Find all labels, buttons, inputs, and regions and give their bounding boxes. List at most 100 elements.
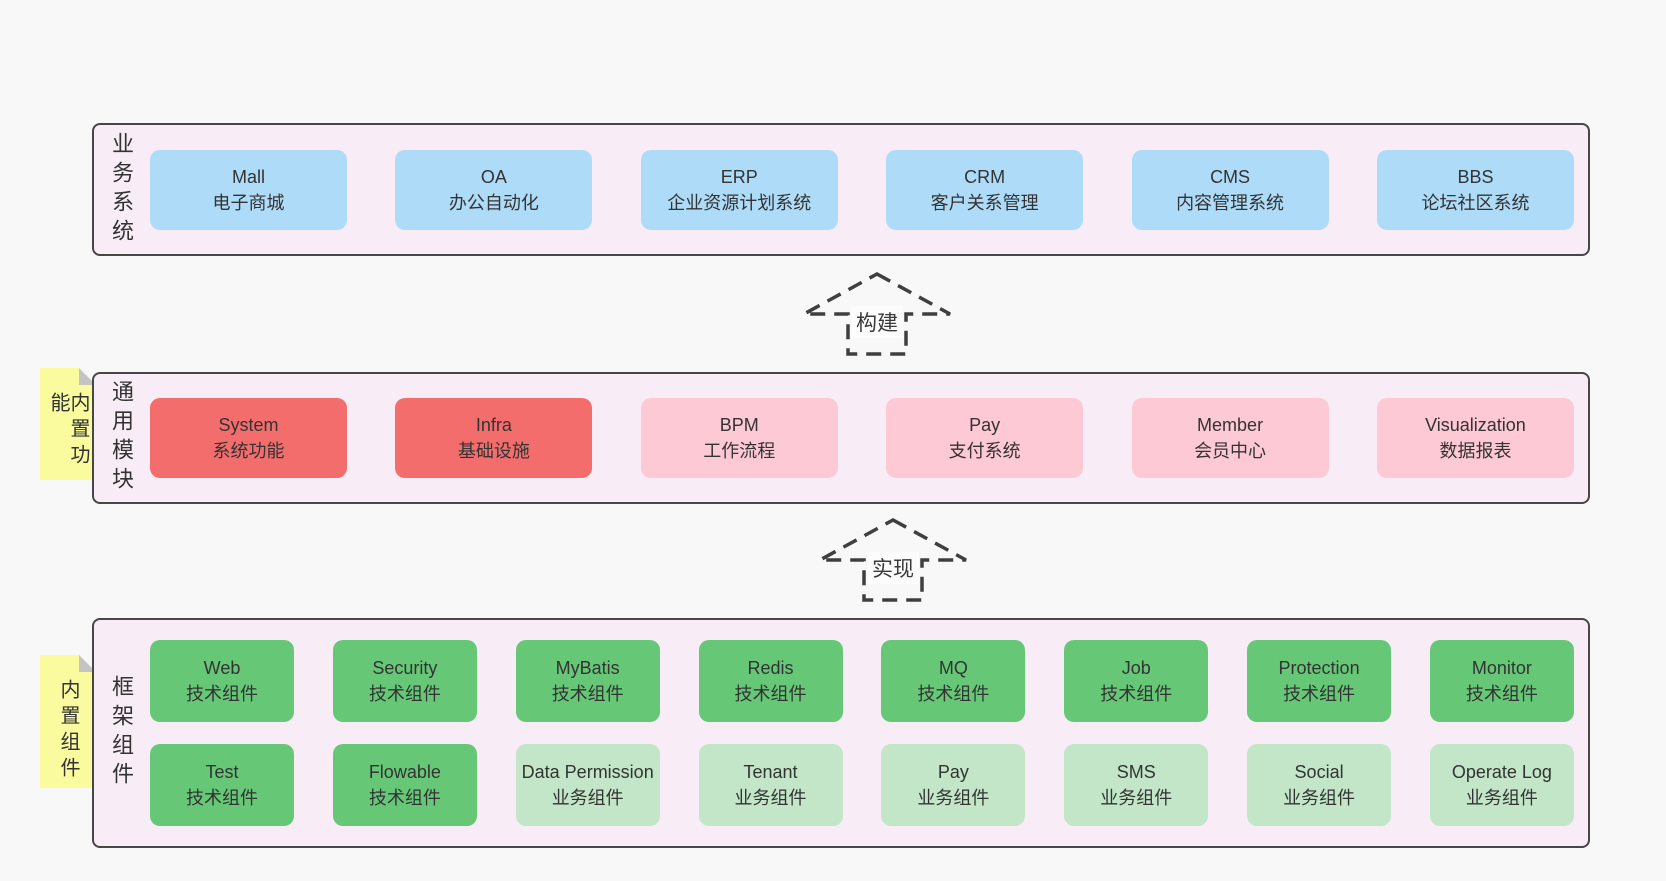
framework-components-layer: 框架组件 Web 技术组件 Security 技术组件 MyBatis 技术组件… <box>92 618 1590 848</box>
node-pay-module: Pay 支付系统 <box>886 398 1084 478</box>
node-en-label: SMS <box>1116 762 1156 782</box>
node-en-label: Flowable <box>368 762 441 782</box>
node-zh-label: 基础设施 <box>457 441 530 461</box>
node-web-tech: Web 技术组件 <box>150 640 294 722</box>
node-en-label: Protection <box>1278 658 1360 678</box>
node-zh-label: 会员中心 <box>1194 441 1267 461</box>
business-node-row: Mall 电子商城 OA 办公自动化 ERP 企业资源计划系统 CRM 客户关系… <box>148 125 1588 254</box>
node-zh-label: 支付系统 <box>948 441 1021 461</box>
node-protection-tech: Protection 技术组件 <box>1247 640 1392 722</box>
node-en-label: Job <box>1121 658 1151 678</box>
node-zh-label: 技术组件 <box>1100 684 1173 704</box>
node-bpm: BPM 工作流程 <box>640 398 838 478</box>
node-zh-label: 企业资源计划系统 <box>667 192 812 213</box>
node-en-label: BBS <box>1457 166 1494 187</box>
node-en-label: Operate Log <box>1451 762 1552 782</box>
node-zh-label: 业务组件 <box>917 788 990 808</box>
node-en-label: CRM <box>964 166 1006 187</box>
components-layer-title: 框架组件 <box>94 620 148 846</box>
node-en-label: Test <box>205 762 239 782</box>
node-zh-label: 技术组件 <box>734 684 807 704</box>
node-zh-label: 业务组件 <box>1465 788 1538 808</box>
node-social-business: Social 业务组件 <box>1247 744 1392 826</box>
modules-layer-title: 通用模块 <box>94 374 148 502</box>
common-modules-layer: 通用模块 System 系统功能 Infra 基础设施 BPM 工作流程 Pay… <box>92 372 1590 504</box>
node-en-label: MyBatis <box>555 658 620 678</box>
node-zh-label: 技术组件 <box>368 684 441 704</box>
node-en-label: Member <box>1197 415 1264 435</box>
node-system: System 系统功能 <box>150 398 347 478</box>
dashed-block-arrow-up <box>819 518 967 602</box>
node-en-label: Mall <box>231 166 265 187</box>
node-bbs: BBS 论坛社区系统 <box>1376 149 1574 230</box>
node-en-label: Data Permission <box>521 762 654 782</box>
build-arrow-label: 构建 <box>851 306 903 338</box>
node-en-label: Monitor <box>1471 658 1532 678</box>
node-member: Member 会员中心 <box>1131 398 1329 478</box>
node-zh-label: 业务组件 <box>1100 788 1173 808</box>
node-zh-label: 技术组件 <box>368 788 441 808</box>
node-crm: CRM 客户关系管理 <box>886 149 1084 230</box>
node-zh-label: 技术组件 <box>1465 684 1538 704</box>
node-zh-label: 客户关系管理 <box>930 192 1039 213</box>
node-zh-label: 技术组件 <box>917 684 990 704</box>
builtin-features-sticky-text: 内置功能 <box>47 392 89 470</box>
node-en-label: BPM <box>719 415 759 435</box>
node-test-tech: Test 技术组件 <box>150 744 294 826</box>
build-arrow-up-icon: 构建 <box>802 272 952 356</box>
node-cms: CMS 内容管理系统 <box>1131 149 1329 230</box>
node-flowable-tech: Flowable 技术组件 <box>332 744 477 826</box>
builtin-components-sticky-text: 内置组件 <box>57 679 79 783</box>
node-tenant-business: Tenant 业务组件 <box>698 744 843 826</box>
implement-arrow-label: 实现 <box>867 552 919 584</box>
node-infra: Infra 基础设施 <box>395 398 593 478</box>
business-layer-title: 业务系统 <box>94 125 148 254</box>
node-pay-business: Pay 业务组件 <box>881 744 1026 826</box>
node-monitor-tech: Monitor 技术组件 <box>1429 640 1574 722</box>
node-mall: Mall 电子商城 <box>150 149 347 230</box>
node-visualization: Visualization 数据报表 <box>1376 398 1574 478</box>
node-zh-label: 技术组件 <box>551 684 624 704</box>
node-zh-label: 技术组件 <box>186 788 258 808</box>
node-operate-log-business: Operate Log 业务组件 <box>1429 744 1574 826</box>
node-en-label: Tenant <box>743 762 798 782</box>
folded-corner-icon <box>79 655 96 672</box>
builtin-components-sticky-note: 内置组件 <box>40 655 96 788</box>
folded-corner-icon <box>79 368 96 385</box>
components-node-grid: Web 技术组件 Security 技术组件 MyBatis 技术组件 Redi… <box>148 620 1588 846</box>
node-en-label: System <box>218 415 279 435</box>
builtin-features-sticky-note: 内置功能 <box>40 368 96 480</box>
node-zh-label: 办公自动化 <box>448 192 539 213</box>
node-en-label: Pay <box>937 762 969 782</box>
node-zh-label: 系统功能 <box>212 441 285 461</box>
node-en-label: ERP <box>720 166 758 187</box>
node-en-label: Security <box>372 658 438 678</box>
node-job-tech: Job 技术组件 <box>1064 640 1209 722</box>
node-zh-label: 电子商城 <box>212 192 285 213</box>
components-node-row-1: Web 技术组件 Security 技术组件 MyBatis 技术组件 Redi… <box>150 640 1574 722</box>
components-node-row-2: Test 技术组件 Flowable 技术组件 Data Permission … <box>150 744 1574 826</box>
node-zh-label: 内容管理系统 <box>1176 192 1285 213</box>
node-zh-label: 技术组件 <box>186 684 258 704</box>
node-en-label: MQ <box>938 658 968 678</box>
business-systems-layer: 业务系统 Mall 电子商城 OA 办公自动化 ERP 企业资源计划系统 CRM… <box>92 123 1590 256</box>
node-security-tech: Security 技术组件 <box>332 640 477 722</box>
node-zh-label: 论坛社区系统 <box>1421 192 1530 213</box>
node-erp: ERP 企业资源计划系统 <box>640 149 838 230</box>
node-oa: OA 办公自动化 <box>395 149 593 230</box>
node-en-label: Pay <box>969 415 1001 435</box>
node-data-permission-business: Data Permission 业务组件 <box>515 744 660 826</box>
node-zh-label: 技术组件 <box>1283 684 1356 704</box>
node-en-label: CMS <box>1210 166 1251 187</box>
node-sms-business: SMS 业务组件 <box>1064 744 1209 826</box>
node-en-label: OA <box>480 166 507 187</box>
components-layer-title-text: 框架组件 <box>109 675 134 791</box>
dashed-block-arrow-up <box>803 272 951 356</box>
modules-node-row: System 系统功能 Infra 基础设施 BPM 工作流程 Pay 支付系统… <box>148 374 1588 502</box>
node-mybatis-tech: MyBatis 技术组件 <box>515 640 660 722</box>
node-en-label: Infra <box>475 415 512 435</box>
node-en-label: Redis <box>747 658 794 678</box>
business-layer-title-text: 业务系统 <box>109 131 134 248</box>
modules-layer-title-text: 通用模块 <box>109 380 134 496</box>
node-zh-label: 业务组件 <box>1283 788 1356 808</box>
